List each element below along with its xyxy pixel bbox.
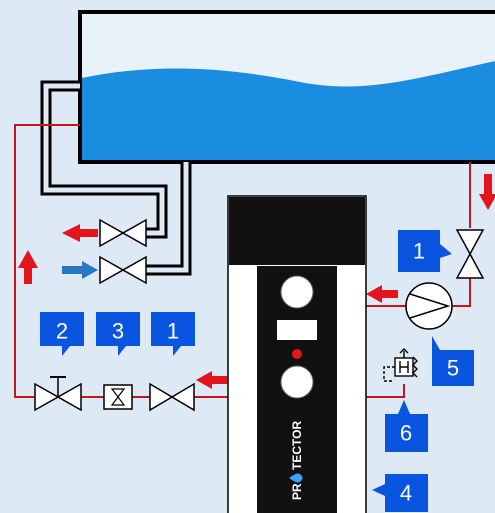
callout-label: 6 [400,421,412,446]
callout-valve-bottom-right: 1 [151,312,195,356]
arrow-right-blue [62,261,98,279]
display-window [277,320,317,340]
callout-label: 5 [447,356,459,381]
water-surface [82,61,495,160]
callout-label: 3 [112,319,124,344]
arrow-up-left [18,250,38,284]
pump-icon[interactable] [405,282,453,330]
arrow-left-return [62,224,98,242]
callout-valve-left: 2 [40,312,84,356]
gate-valve-icon[interactable] [99,218,147,248]
callout-pump: 5 [432,336,474,386]
flow-meter-icon[interactable] [103,384,133,410]
red-pipes [14,124,471,398]
brand-text-tector: TECTOR [290,421,304,470]
gate-valve-icon[interactable] [149,382,195,412]
display-knob-top[interactable] [280,275,314,309]
black-hoses-inner [43,83,189,273]
tank [78,10,495,164]
callout-valve-top-right: 1 [398,230,452,272]
arrow-left-bottom [196,371,228,389]
display-knob-bottom[interactable] [280,365,314,399]
callout-unit: 4 [372,474,428,512]
arrow-down-right [479,174,495,210]
callout-label: 4 [400,481,412,506]
callout-label: 1 [167,319,179,344]
water-drop-icon [289,473,303,483]
status-led [292,349,302,359]
gate-valve-icon[interactable] [99,255,147,285]
pressure-switch-icon[interactable] [383,348,418,382]
callout-label: 1 [413,239,425,264]
protector-unit: PR TECTOR [227,195,367,513]
arrow-left-pump [366,285,398,303]
red-flow-arrows [18,174,495,389]
callout-flow-meter: 3 [96,312,140,356]
gate-valve-icon[interactable] [455,229,485,279]
gate-valve-icon[interactable] [34,376,82,412]
callout-pressure-switch: 6 [385,400,428,452]
brand-text-pr: PR [290,483,304,500]
callout-label: 2 [56,319,68,344]
